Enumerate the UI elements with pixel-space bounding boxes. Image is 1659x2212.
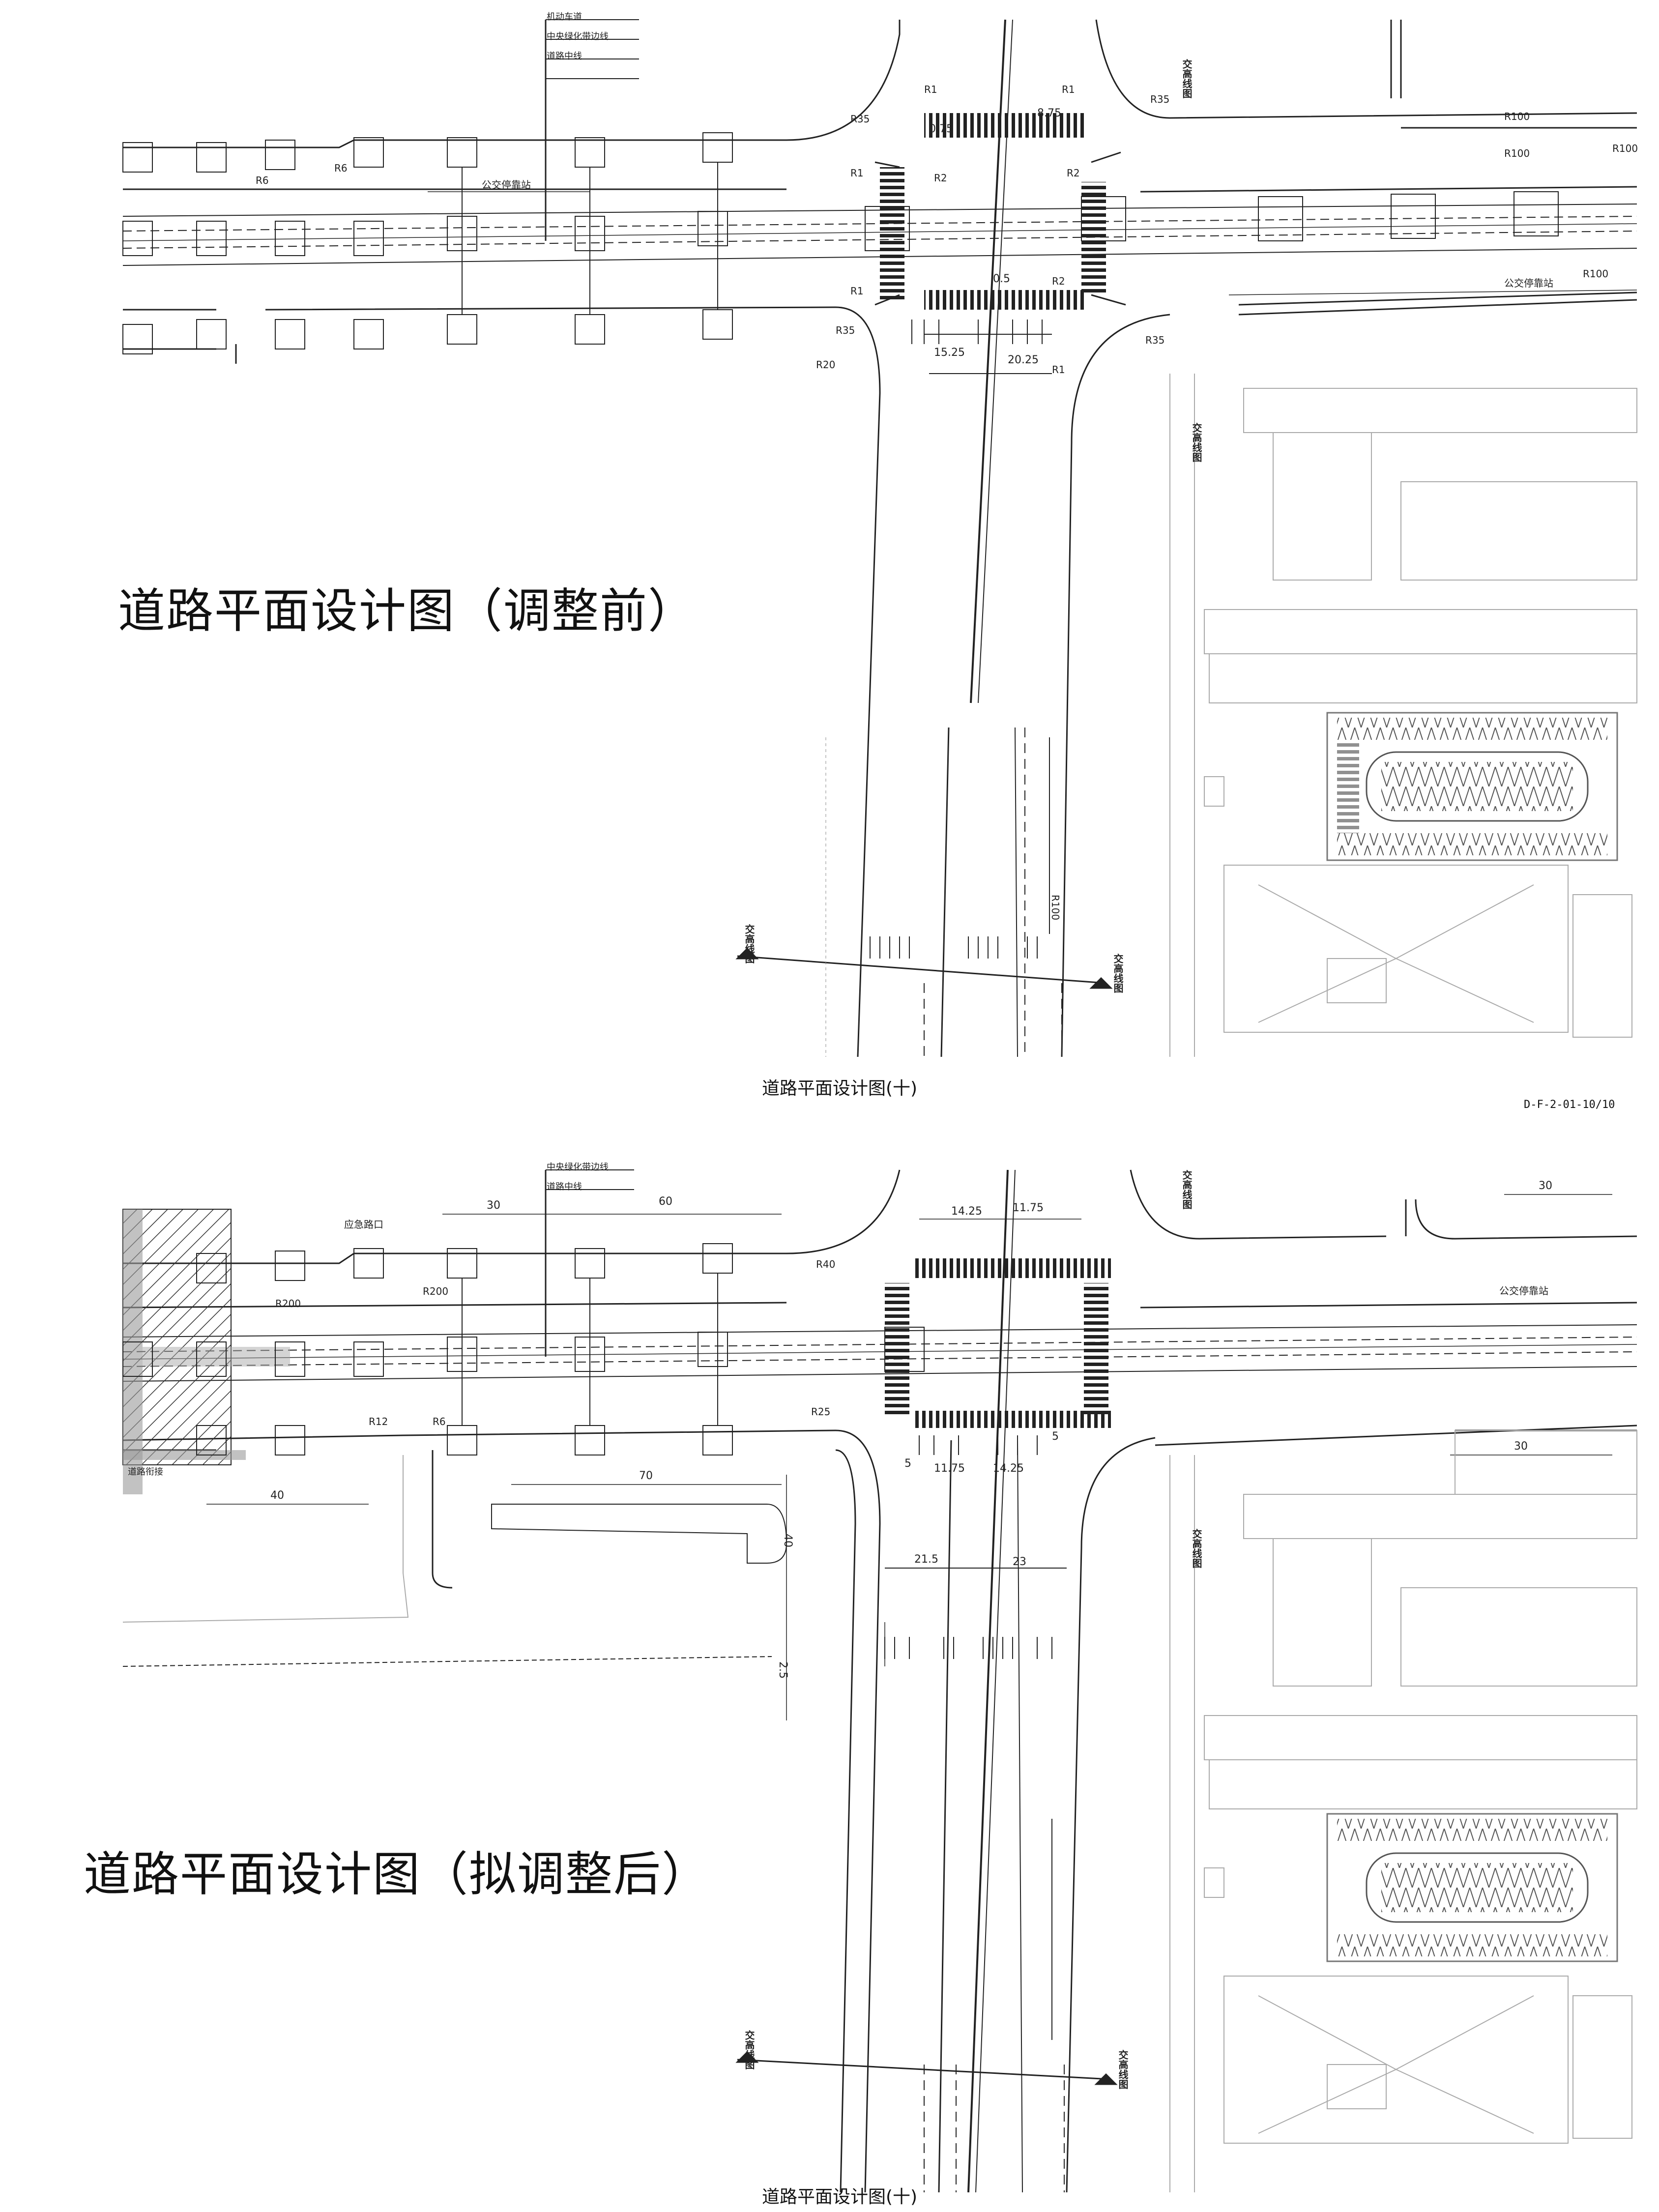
bottom-vertical-note-d: 交高线图 bbox=[1117, 2050, 1129, 2089]
top-radius-label: R100 bbox=[1049, 895, 1061, 921]
top-vertical-note-b: 交高线图 bbox=[1191, 423, 1202, 462]
bottom-buildings bbox=[1169, 1430, 1637, 2192]
top-vertical-note-a: 交高线图 bbox=[1181, 59, 1193, 98]
top-radius-label: R1 bbox=[1062, 84, 1075, 95]
bottom-dim: 30 bbox=[1539, 1180, 1552, 1192]
top-radius-label: R35 bbox=[836, 324, 855, 336]
lane-arrows bbox=[870, 320, 1052, 1659]
bottom-plan bbox=[122, 1169, 1637, 2193]
bottom-dim: 14.25 bbox=[993, 1462, 1024, 1475]
top-radius-label: R100 bbox=[1504, 111, 1530, 122]
bottom-dim: 23 bbox=[1013, 1556, 1026, 1568]
bottom-sign-frames bbox=[122, 1243, 925, 1455]
bottom-dim: 14.25 bbox=[951, 1205, 982, 1218]
bottom-dim: 40 bbox=[782, 1534, 794, 1547]
top-caption: 道路平面设计图(十) bbox=[762, 1078, 918, 1099]
top-radius-label: R1 bbox=[850, 167, 864, 179]
bottom-heading: 道路平面设计图（拟调整后） bbox=[84, 1847, 710, 1902]
top-dim-right-approach: 20.25 bbox=[1008, 354, 1039, 366]
top-dim-left-approach: 15.25 bbox=[934, 347, 965, 359]
top-legend-2: 道路中线 bbox=[547, 51, 582, 61]
top-plan bbox=[122, 19, 1637, 1057]
bottom-radius-label: R25 bbox=[811, 1406, 831, 1418]
top-dim-top-small: 0.75 bbox=[929, 123, 953, 135]
top-bus-stop-right: 公交停靠站 bbox=[1504, 277, 1553, 289]
bottom-radius-label: R200 bbox=[275, 1298, 301, 1310]
bottom-radius-label: R200 bbox=[423, 1285, 449, 1297]
bottom-vertical-note-a: 交高线图 bbox=[1181, 1170, 1193, 1209]
bottom-bus-stop: 公交停靠站 bbox=[1499, 1285, 1548, 1297]
top-drawing-number: D-F-2-01-10/10 bbox=[1524, 1099, 1615, 1111]
top-radius-label: R35 bbox=[1145, 334, 1165, 346]
bottom-vertical-note-b: 交高线图 bbox=[1191, 1529, 1202, 1568]
bottom-dim: 11.75 bbox=[1013, 1202, 1044, 1214]
top-radius-label: R100 bbox=[1504, 147, 1530, 159]
bottom-legend-1: 道路中线 bbox=[547, 1182, 582, 1192]
bottom-hatch bbox=[122, 1209, 290, 1494]
top-radius-label: R2 bbox=[1067, 167, 1080, 179]
bottom-dim: 40 bbox=[270, 1489, 284, 1502]
bottom-dim: 2.5 bbox=[777, 1661, 789, 1679]
top-parking bbox=[1326, 712, 1618, 861]
bottom-radius-label: R6 bbox=[433, 1416, 446, 1427]
top-radius-label: R2 bbox=[934, 172, 947, 184]
bottom-dim: 30 bbox=[1514, 1440, 1528, 1453]
top-radius-label: R1 bbox=[850, 285, 864, 297]
bottom-dim: 11.75 bbox=[934, 1462, 965, 1475]
top-dim-small: 0.5 bbox=[993, 273, 1010, 285]
top-legend-0: 机动车道 bbox=[547, 12, 582, 22]
bottom-radius-label: R12 bbox=[369, 1416, 388, 1427]
top-buildings bbox=[1169, 374, 1637, 1057]
bottom-radius-label: R40 bbox=[816, 1258, 836, 1270]
top-radius-label: R20 bbox=[816, 359, 836, 371]
bottom-vertical-note-c: 交高线图 bbox=[743, 2030, 755, 2069]
top-bus-stop-left: 公交停靠站 bbox=[482, 179, 531, 191]
bottom-dim: 30 bbox=[487, 1199, 500, 1212]
top-radius-label: R2 bbox=[1052, 275, 1065, 287]
bottom-parking bbox=[1326, 1813, 1618, 1962]
bottom-emergency-gate: 应急路口 bbox=[344, 1219, 383, 1230]
top-radius-label: R6 bbox=[334, 162, 348, 174]
top-radius-label: R6 bbox=[256, 175, 269, 186]
top-vertical-note-d: 交高线图 bbox=[1112, 954, 1124, 993]
top-radius-label: R35 bbox=[850, 113, 870, 125]
bottom-caption: 道路平面设计图(十) bbox=[762, 2187, 918, 2207]
bottom-dim: 70 bbox=[639, 1470, 653, 1482]
bottom-dim: 21.5 bbox=[914, 1553, 938, 1566]
top-heading: 道路平面设计图（调整前） bbox=[118, 583, 696, 639]
top-radius-label: R35 bbox=[1150, 93, 1170, 105]
top-legend-1: 中央绿化带边线 bbox=[547, 31, 609, 42]
bottom-legend-0: 中央绿化带边线 bbox=[547, 1162, 609, 1172]
top-radius-label: R100 bbox=[1612, 143, 1638, 154]
top-sign-frames bbox=[122, 132, 1559, 354]
bottom-dim: 60 bbox=[659, 1195, 672, 1208]
top-radius-label: R1 bbox=[924, 84, 937, 95]
top-dim-top: 8.75 bbox=[1037, 107, 1061, 119]
bottom-dim: 5 bbox=[1052, 1430, 1059, 1443]
bottom-left-note: 道路衔接 bbox=[128, 1467, 163, 1477]
bottom-dim: 5 bbox=[904, 1457, 911, 1470]
top-radius-label: R100 bbox=[1583, 268, 1609, 280]
top-radius-label: R1 bbox=[1052, 364, 1065, 376]
top-vertical-note-c: 交高线图 bbox=[743, 924, 755, 963]
